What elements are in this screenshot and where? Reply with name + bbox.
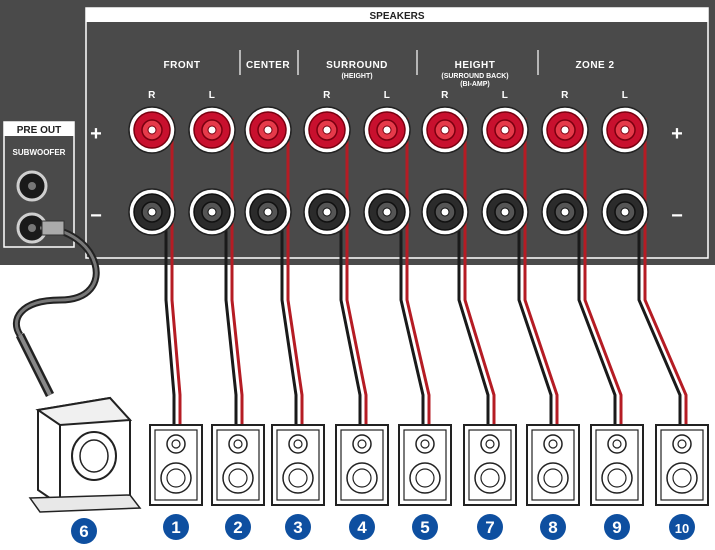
channel-label: L	[209, 90, 216, 101]
group-title: FRONT	[164, 60, 201, 71]
negative-terminal[interactable]	[601, 188, 649, 236]
negative-terminal[interactable]	[481, 188, 529, 236]
negative-terminal[interactable]	[244, 188, 292, 236]
speaker-number: 5	[420, 518, 429, 537]
positive-terminal[interactable]	[541, 106, 589, 154]
speaker-badge: 1	[163, 514, 189, 540]
group-subtitle: (SURROUND BACK)	[441, 73, 508, 80]
speaker-number: 3	[293, 518, 302, 537]
speaker-badge: 9	[604, 514, 630, 540]
group-title: CENTER	[246, 60, 290, 71]
subwoofer-cable	[12, 220, 100, 398]
positive-terminal[interactable]	[244, 106, 292, 154]
speaker-number: 2	[233, 518, 242, 537]
speaker-badge: 8	[540, 514, 566, 540]
negative-terminal[interactable]	[303, 188, 351, 236]
positive-terminal[interactable]	[188, 106, 236, 154]
positive-terminal[interactable]	[421, 106, 469, 154]
subwoofer-label: SUBWOOFER	[13, 148, 66, 157]
speaker-number: 4	[357, 518, 367, 537]
plus-left: +	[90, 123, 102, 145]
negative-terminal[interactable]	[363, 188, 411, 236]
speaker-badge: 7	[477, 514, 503, 540]
channel-label: L	[384, 90, 391, 101]
speaker-badge: 3	[285, 514, 311, 540]
speaker	[655, 424, 709, 506]
plus-right: +	[671, 123, 683, 145]
positive-terminal[interactable]	[601, 106, 649, 154]
pre-out-label: PRE OUT	[17, 125, 61, 136]
speakers-label: SPEAKERS	[369, 11, 424, 22]
positive-terminal[interactable]	[128, 106, 176, 154]
group-subtitle-2: (BI-AMP)	[460, 81, 490, 88]
channel-label: L	[622, 90, 629, 101]
speaker	[526, 424, 580, 506]
speaker	[271, 424, 325, 506]
speaker-badge: 5	[412, 514, 438, 540]
speaker-badge: 2	[225, 514, 251, 540]
positive-terminal[interactable]	[481, 106, 529, 154]
speaker-number: 7	[485, 518, 494, 537]
negative-terminal[interactable]	[188, 188, 236, 236]
pre-out-panel: PRE OUT SUBWOOFER	[0, 0, 80, 265]
speaker	[398, 424, 452, 506]
negative-terminal[interactable]	[541, 188, 589, 236]
speaker-number: 9	[612, 518, 621, 537]
channel-label: L	[502, 90, 509, 101]
speaker	[335, 424, 389, 506]
channel-label: R	[561, 90, 569, 101]
positive-terminal[interactable]	[303, 106, 351, 154]
channel-label: R	[441, 90, 449, 101]
speaker-number: 8	[548, 518, 557, 537]
minus-right: −	[671, 205, 683, 227]
minus-left: −	[90, 205, 102, 227]
speaker-number: 10	[675, 521, 689, 536]
channel-label: R	[323, 90, 331, 101]
group-title: SURROUND	[326, 60, 388, 71]
positive-terminal[interactable]	[363, 106, 411, 154]
negative-terminal[interactable]	[128, 188, 176, 236]
speaker-badge: 4	[349, 514, 375, 540]
negative-terminal[interactable]	[421, 188, 469, 236]
speaker	[211, 424, 265, 506]
channel-label: R	[148, 90, 156, 101]
speaker	[149, 424, 203, 506]
subwoofer-number: 6	[79, 522, 88, 541]
speaker-badge: 10	[669, 514, 695, 540]
subwoofer	[28, 396, 142, 513]
group-title: ZONE 2	[575, 60, 614, 71]
speaker	[463, 424, 517, 506]
group-subtitle: (HEIGHT)	[341, 73, 372, 80]
subwoofer-badge: 6	[71, 518, 97, 544]
speaker	[590, 424, 644, 506]
speaker-number: 1	[171, 518, 180, 537]
group-title: HEIGHT	[455, 60, 496, 71]
